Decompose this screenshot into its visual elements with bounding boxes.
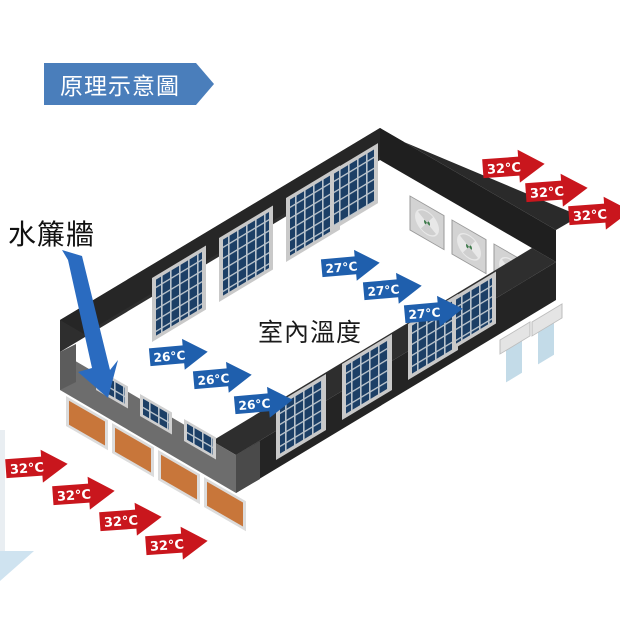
airflow-arrow-intake-3: 32°C — [99, 501, 164, 545]
far-right-wall — [380, 128, 556, 262]
airflow-arrow-intake-4: 32°C — [145, 525, 210, 569]
airflow-arrow-cool-2: 26°C — [192, 360, 253, 403]
airflow-arrow-intake-2: 32°C — [52, 475, 117, 519]
svg-text:27°C: 27°C — [325, 259, 358, 276]
airflow-arrow-cool-1: 26°C — [148, 337, 209, 380]
airflow-arrow-exhaust-1: 32°C — [482, 148, 547, 192]
water-curtain-label: 水簾牆 — [8, 218, 96, 251]
svg-text:26°C: 26°C — [197, 371, 230, 388]
title-ribbon-tip — [196, 63, 214, 105]
back-left-windows — [152, 143, 378, 342]
airflow-arrow-intake-1: 32°C — [5, 448, 70, 492]
svg-text:27°C: 27°C — [408, 305, 441, 322]
svg-text:32°C: 32°C — [572, 208, 607, 225]
airflow-arrow-warm-2: 27°C — [362, 271, 423, 314]
svg-text:32°C: 32°C — [486, 161, 521, 178]
svg-text:32°C: 32°C — [529, 185, 564, 202]
water-curtain-pointer-arrow — [62, 250, 118, 398]
front-corner-edge — [236, 441, 260, 493]
water-curtain-pads — [66, 396, 246, 532]
svg-text:32°C: 32°C — [56, 488, 91, 505]
corner-wedge — [0, 551, 34, 581]
svg-text:32°C: 32°C — [103, 514, 138, 531]
far-right-roof-band — [380, 128, 580, 230]
svg-text:26°C: 26°C — [238, 396, 271, 413]
title-ribbon-label: 原理示意圖 — [60, 74, 180, 100]
indoor-temperature-label: 室內溫度 — [258, 318, 363, 347]
airflow-arrow-exhaust-3: 32°C — [568, 195, 620, 239]
door-canopies — [499, 303, 563, 383]
svg-text:32°C: 32°C — [149, 538, 184, 555]
svg-text:27°C: 27°C — [367, 282, 400, 299]
svg-text:32°C: 32°C — [9, 461, 44, 478]
svg-text:26°C: 26°C — [153, 348, 186, 365]
title-ribbon: 原理示意圖 — [44, 63, 196, 105]
airflow-arrow-warm-1: 27°C — [320, 248, 381, 291]
left-end-wall — [60, 344, 76, 390]
airflow-arrow-warm-3: 27°C — [403, 294, 464, 337]
left-edge-strip — [0, 430, 5, 560]
airflow-arrow-exhaust-2: 32°C — [525, 172, 590, 216]
airflow-arrow-cool-3: 26°C — [233, 385, 294, 428]
